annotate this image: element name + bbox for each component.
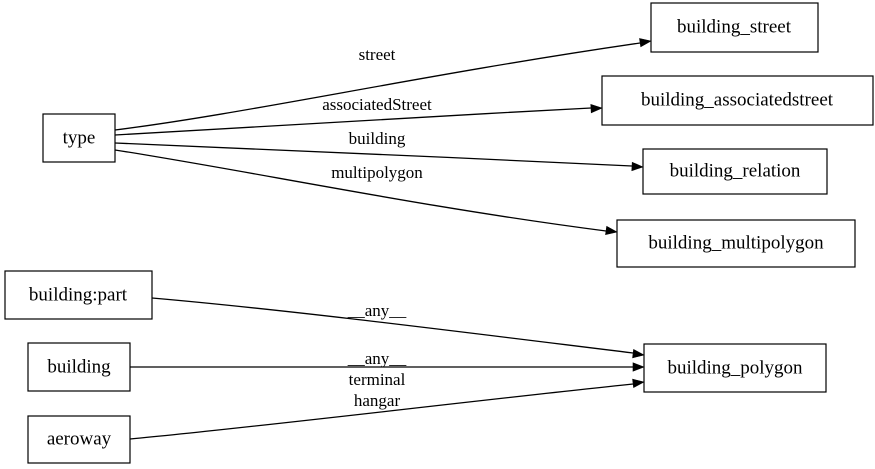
edge-path [151, 297, 634, 354]
node-box [27, 415, 131, 464]
node-box [27, 342, 131, 392]
arrowhead-icon [632, 349, 645, 359]
node-box [4, 270, 153, 320]
node-label: building_relation [670, 160, 801, 181]
arrowhead-icon [639, 38, 652, 48]
edge-path [114, 42, 641, 131]
node-type[interactable]: type [42, 113, 116, 163]
arrowhead-icon [605, 225, 618, 236]
node-box [601, 75, 874, 126]
edge-aeroway-building_polygon[interactable] [129, 378, 645, 440]
node-label: aeroway [47, 428, 112, 449]
node-label: building_polygon [667, 357, 803, 378]
edge-path [114, 107, 592, 136]
edge-label-associatedstreet: associatedStreet [322, 95, 432, 114]
node-label: building_street [677, 16, 792, 37]
edges-group [114, 37, 652, 440]
node-building[interactable]: building [27, 342, 131, 392]
edge-path [114, 149, 607, 232]
edge-building-building_polygon[interactable] [130, 362, 645, 372]
arrowhead-icon [590, 103, 603, 114]
node-label: building_associatedstreet [641, 89, 834, 110]
node-building_street[interactable]: building_street [650, 2, 819, 53]
arrowhead-icon [632, 362, 645, 372]
node-label: building [47, 356, 111, 377]
edge-label-multipolygon: multipolygon [331, 163, 423, 182]
node-box [42, 113, 116, 163]
node-label: type [63, 127, 96, 148]
edge-labels-group: street associatedStreet building multipo… [322, 45, 432, 410]
edge-type-building_street[interactable] [114, 37, 652, 131]
edge-type-building_relation[interactable] [114, 142, 644, 172]
node-box [616, 219, 856, 268]
edge-label-any-building: __any__ [347, 349, 407, 368]
edge-label-street: street [359, 45, 396, 64]
node-building_associatedstreet[interactable]: building_associatedstreet [601, 75, 874, 126]
node-label: building:part [29, 284, 128, 305]
edge-label-hangar: hangar [354, 391, 401, 410]
edge-label-building: building [349, 129, 406, 148]
edge-path [114, 142, 633, 167]
node-box [642, 148, 828, 195]
node-building_multipolygon[interactable]: building_multipolygon [616, 219, 856, 268]
node-box [650, 2, 819, 53]
arrowhead-icon [632, 378, 645, 388]
node-building-part[interactable]: building:part [4, 270, 153, 320]
node-aeroway[interactable]: aeroway [27, 415, 131, 464]
node-building_relation[interactable]: building_relation [642, 148, 828, 195]
edge-path [129, 383, 634, 440]
node-label: building_multipolygon [648, 232, 824, 253]
node-building_polygon[interactable]: building_polygon [643, 343, 827, 393]
node-box [643, 343, 827, 393]
edge-type-building_multipolygon[interactable] [114, 149, 618, 236]
edge-type-building_associatedstreet[interactable] [114, 103, 603, 136]
arrowhead-icon [631, 161, 644, 172]
edge-building_part-building_polygon[interactable] [151, 297, 645, 359]
edge-label-terminal: terminal [349, 370, 406, 389]
nodes-group: type building_street building_associated… [4, 2, 874, 464]
edge-label-any-part: __any__ [347, 301, 407, 320]
